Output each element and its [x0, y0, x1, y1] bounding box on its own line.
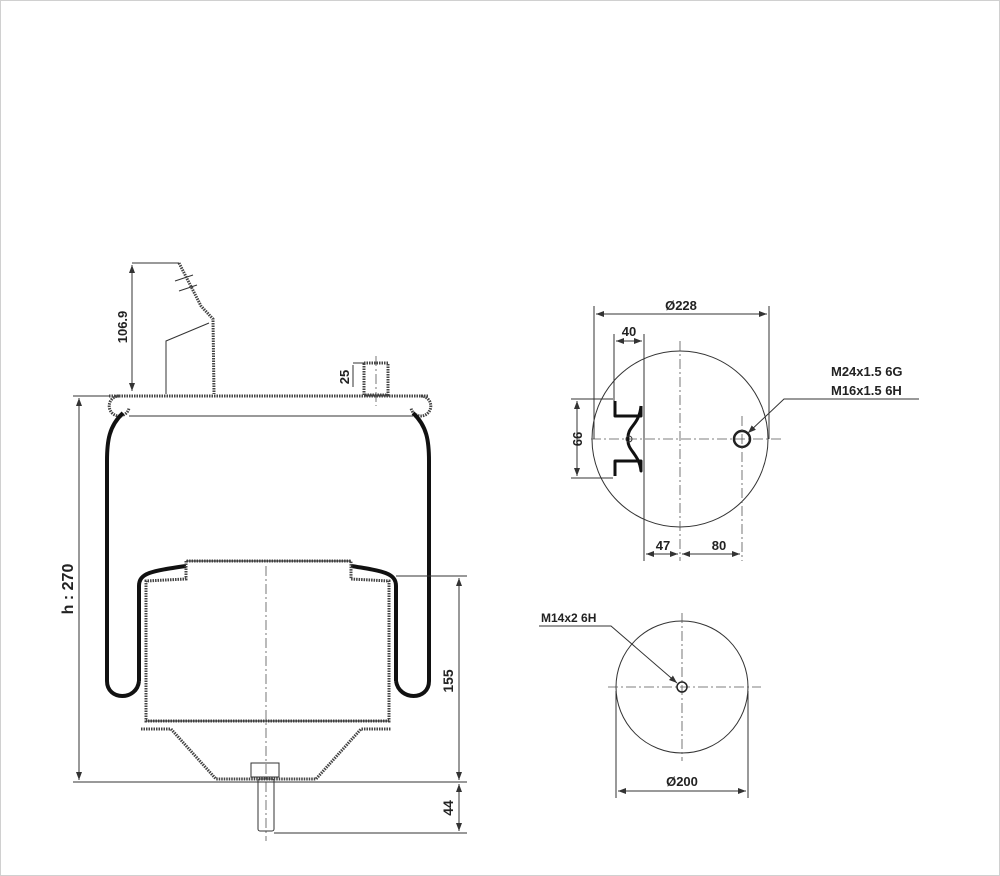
bracket-thread	[178, 284, 198, 292]
top-view: Ø228 40 99 47 80 M24x1.5 6G M16x1.5 6H	[570, 298, 919, 561]
thread-label-1: M24x1.5 6G	[831, 364, 903, 379]
thread-label-2: M16x1.5 6H	[831, 383, 902, 398]
bellows-lobe-left	[137, 564, 187, 681]
bolt-hole	[676, 681, 688, 693]
piston	[144, 559, 391, 723]
dim-label-total-height: h : 270	[60, 564, 77, 615]
bellows-lobe-right	[350, 564, 398, 681]
bellows-left	[105, 411, 141, 698]
bellows-right	[394, 411, 431, 698]
bead-roll-left	[107, 394, 131, 418]
leader-thread	[747, 398, 919, 434]
dim-label-bottom-diameter: Ø200	[666, 774, 698, 789]
dim-label-nut-height: 25	[337, 370, 352, 384]
piston-cone	[141, 727, 391, 781]
dim-label-piston-height: 155	[440, 669, 456, 693]
bracket-profile	[613, 401, 643, 476]
thread-label-bottom: M14x2 6H	[541, 611, 596, 625]
bolt-stud	[257, 778, 275, 832]
side-view: 106.9 h : 270 155 44 25	[60, 262, 467, 841]
bolt-head	[250, 762, 280, 778]
dim-label-top-diameter: Ø228	[665, 298, 697, 313]
bracket-edge	[165, 322, 210, 394]
dim-label-bracket-width: 40	[622, 324, 636, 339]
dim-label-offset-right: 80	[712, 538, 726, 553]
bracket-thread	[174, 274, 194, 282]
bracket-hole	[625, 435, 633, 443]
bracket	[177, 262, 216, 395]
dim-label-bracket-height: 106.9	[115, 311, 130, 344]
leader-bolt-thread	[539, 625, 678, 684]
bottom-view: M14x2 6H Ø200	[539, 611, 761, 798]
dim-label-offset-left: 47	[656, 538, 670, 553]
dim-label-bracket-length: 99	[570, 432, 585, 446]
dim-label-stud-length: 44	[440, 800, 456, 816]
